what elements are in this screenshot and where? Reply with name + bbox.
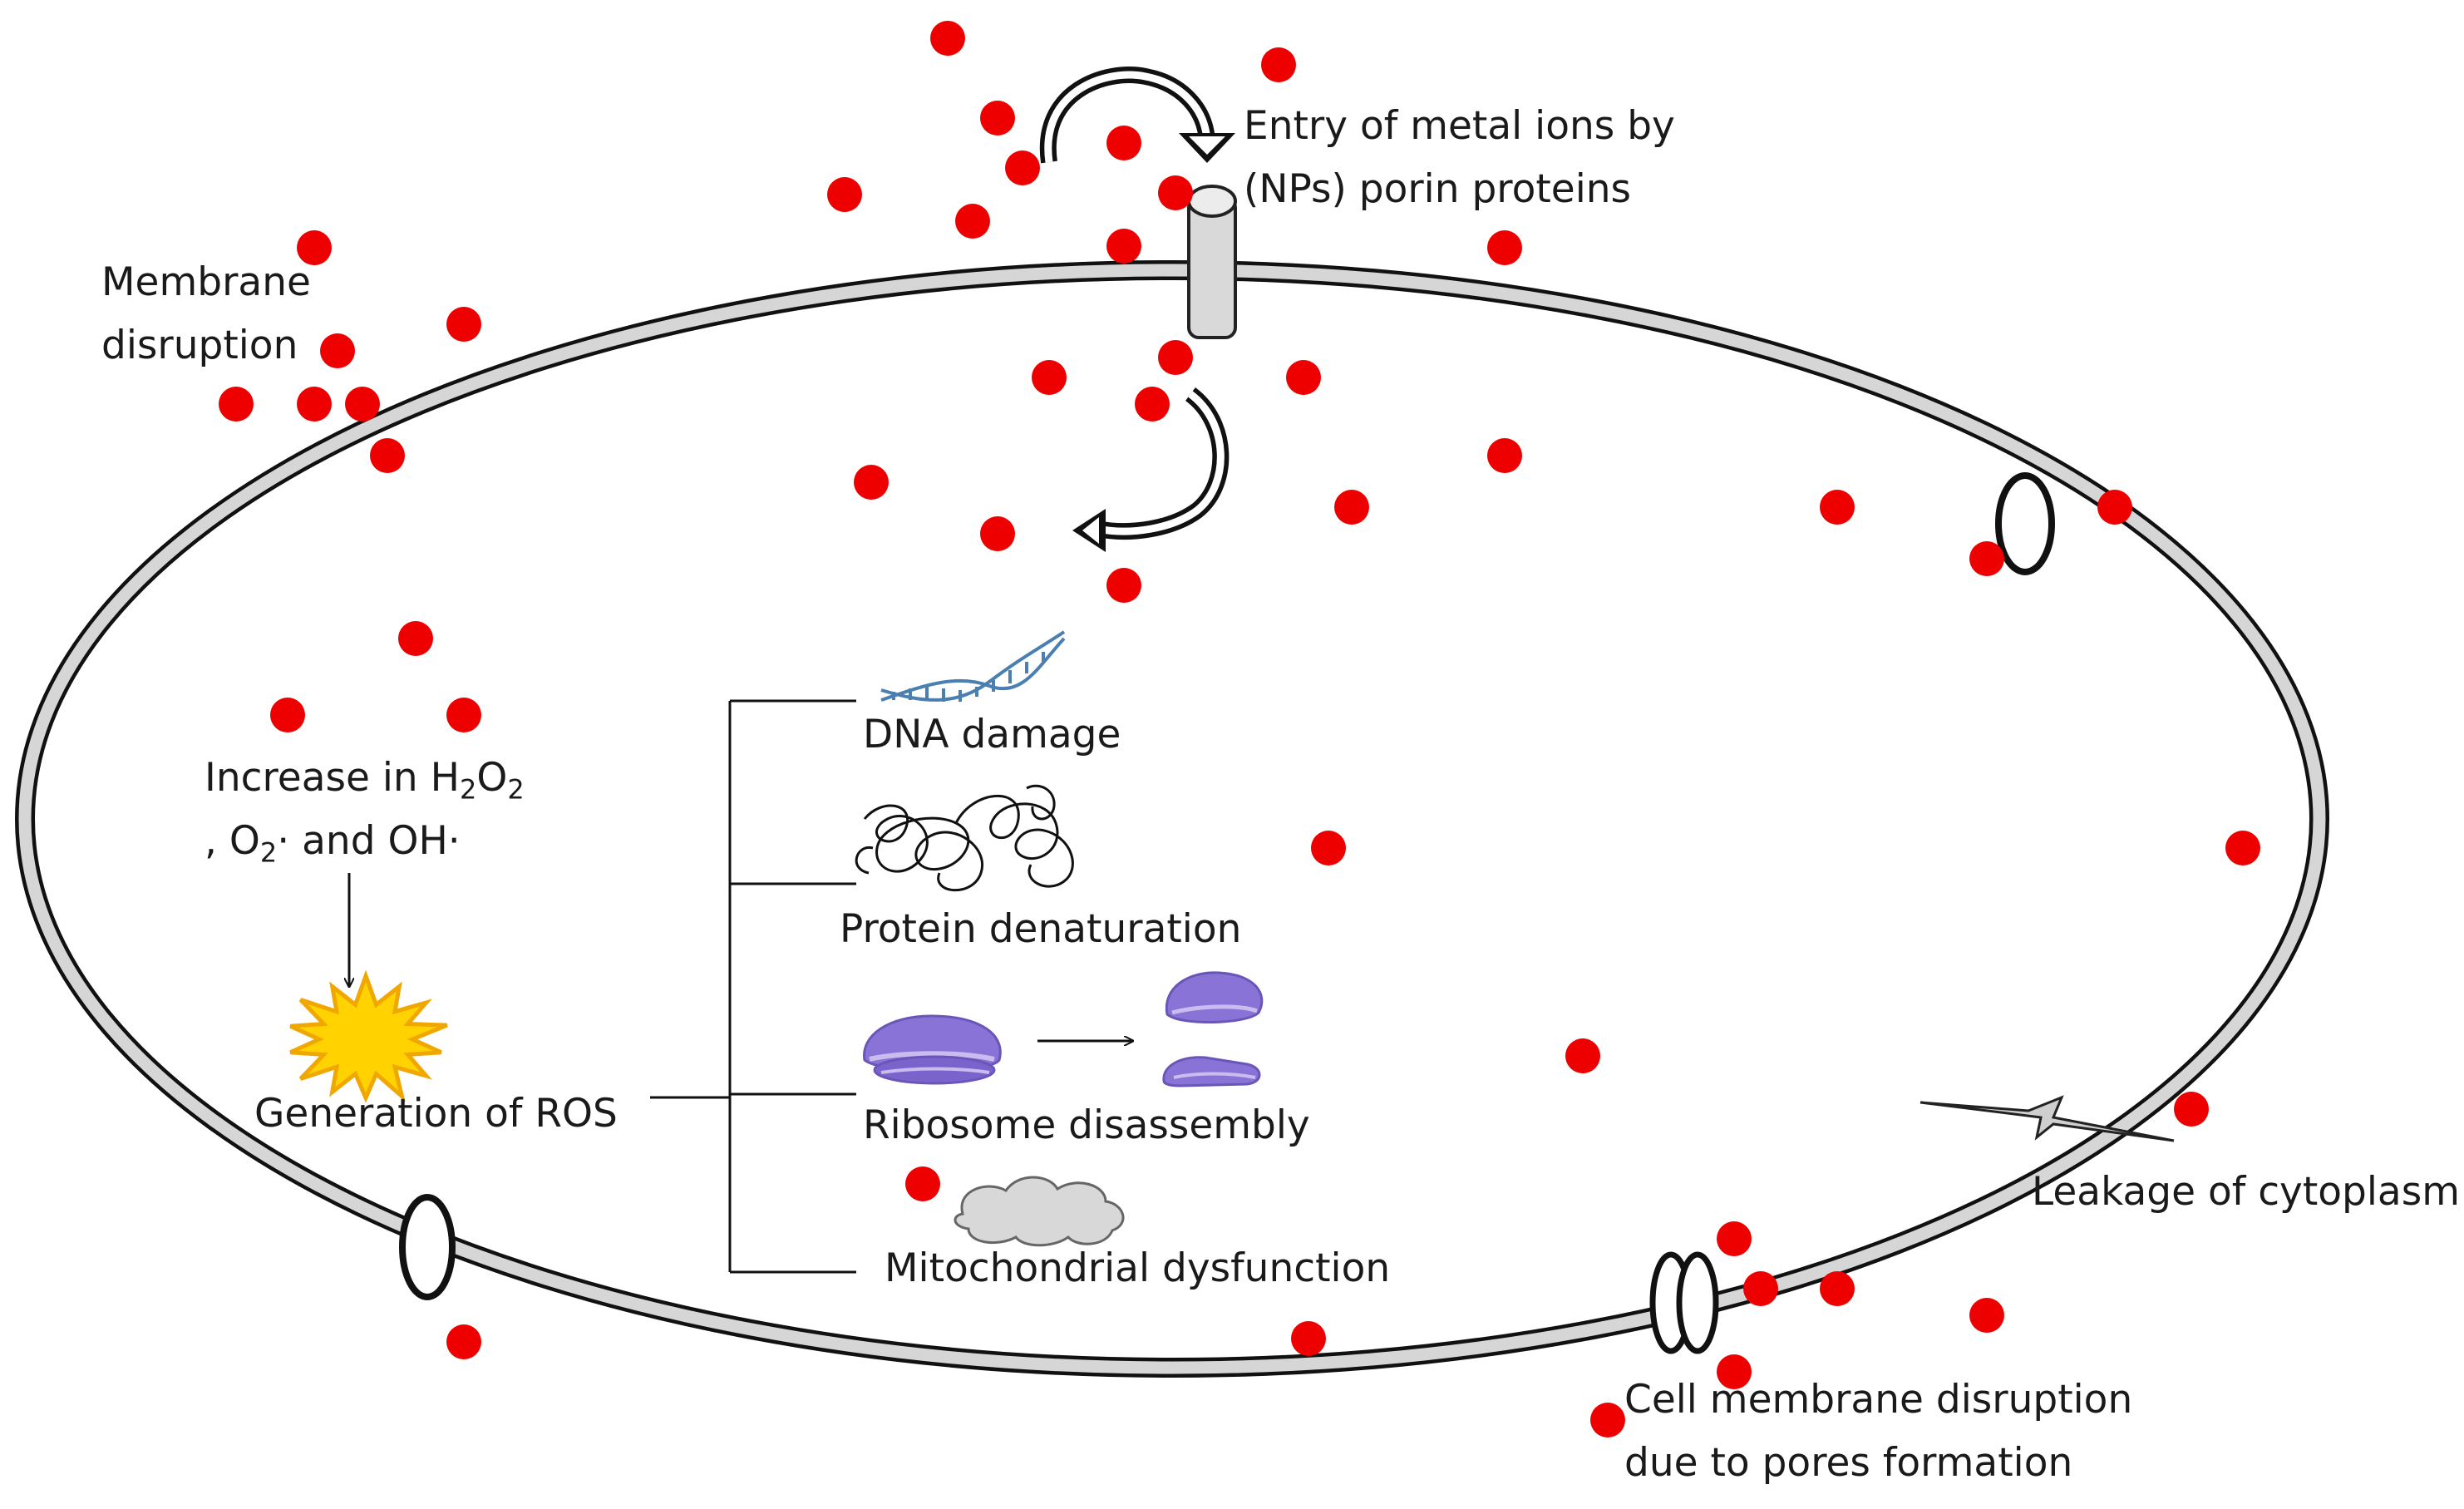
dna-damage-label: DNA damage (863, 712, 1121, 757)
metal-ion (446, 1324, 481, 1359)
leakage-cytoplasm-label: Leakage of cytoplasm (2032, 1169, 2461, 1215)
mitochondrion-icon (954, 1176, 1125, 1247)
ros-increase-label-line2: , O2· and OH· (205, 818, 461, 869)
dna-icon (880, 630, 1066, 702)
metal-ion (345, 387, 380, 422)
ros-burst-icon (289, 969, 448, 1103)
metal-ion (1565, 1038, 1600, 1073)
entry-curved-arrow-top (1039, 67, 1235, 164)
membrane-pore-left (399, 1194, 456, 1300)
metal-ion (1969, 541, 2004, 576)
metal-ion (905, 1166, 940, 1201)
metal-ion (854, 465, 889, 500)
entry-label-line2: (NPs) porin proteins (1244, 166, 1632, 212)
metal-ion (980, 101, 1015, 136)
metal-ion (1291, 1321, 1326, 1356)
metal-ions-group (219, 21, 2260, 1437)
membrane-disruption-label-line2: disruption (101, 323, 298, 368)
metal-ion (2097, 490, 2132, 525)
metal-ion (980, 516, 1015, 551)
porin-protein-channel (1187, 185, 1237, 339)
pores-formation-label-line1: Cell membrane disruption (1624, 1377, 2133, 1423)
metal-ion (1717, 1354, 1752, 1389)
metal-ion (297, 387, 332, 422)
metal-ion (1311, 831, 1346, 865)
ribosome-disassembly-label: Ribosome disassembly (863, 1102, 1310, 1148)
metal-ion (2174, 1092, 2209, 1127)
metal-ion (1158, 175, 1193, 210)
mitochondrial-dysfunction-label: Mitochondrial dysfunction (885, 1245, 1391, 1291)
metal-ion (930, 21, 965, 56)
metal-ion (1261, 47, 1296, 82)
cytoplasm-leakage-crack (1919, 1095, 2175, 1142)
membrane-disruption-label-line1: Membrane (101, 259, 311, 305)
metal-ion (446, 307, 481, 342)
metal-ion (955, 204, 990, 239)
metal-ion (1005, 150, 1040, 185)
metal-ion (1487, 438, 1522, 473)
metal-ion (827, 177, 862, 212)
metal-ion (1820, 490, 1855, 525)
metal-ion (270, 698, 305, 732)
metal-ion (297, 230, 332, 265)
metal-ion (1820, 1271, 1855, 1306)
metal-ion (1106, 126, 1141, 160)
entry-curved-arrow-inside (1072, 387, 1230, 552)
metal-ion (1717, 1221, 1752, 1256)
effects-bracket (650, 699, 856, 1274)
pores-formation-label-line2: due to pores formation (1624, 1440, 2073, 1486)
ribosome-intact-icon (863, 1014, 1002, 1085)
metal-ion (1286, 360, 1321, 395)
metal-ion (446, 698, 481, 732)
generation-ros-label: Generation of ROS (254, 1091, 618, 1137)
membrane-pore-double (1649, 1251, 1719, 1354)
denatured-protein-icon (855, 784, 1074, 892)
metal-ion (398, 621, 433, 656)
metal-ion (1106, 229, 1141, 264)
membrane-pore-right (1995, 472, 2055, 575)
metal-ion (1743, 1271, 1778, 1306)
metal-ion (1032, 360, 1067, 395)
metal-ion (1590, 1403, 1625, 1437)
ros-increase-label-line1: Increase in H2O2 (205, 755, 525, 806)
metal-ion (1969, 1298, 2004, 1333)
metal-ion (1106, 568, 1141, 603)
metal-ion (1334, 490, 1369, 525)
metal-ion (1158, 340, 1193, 375)
metal-ion (1135, 387, 1170, 422)
ribosome-disassembled-icon (1162, 971, 1264, 1087)
metal-ion (320, 333, 355, 368)
entry-label-line1: Entry of metal ions by (1244, 103, 1675, 149)
cell-membrane (15, 260, 2329, 1378)
metal-ion (219, 387, 254, 422)
metal-ion (2225, 831, 2260, 865)
protein-denaturation-label: Protein denaturation (840, 906, 1242, 952)
metal-ion (370, 438, 405, 473)
metal-ion (1487, 230, 1522, 265)
